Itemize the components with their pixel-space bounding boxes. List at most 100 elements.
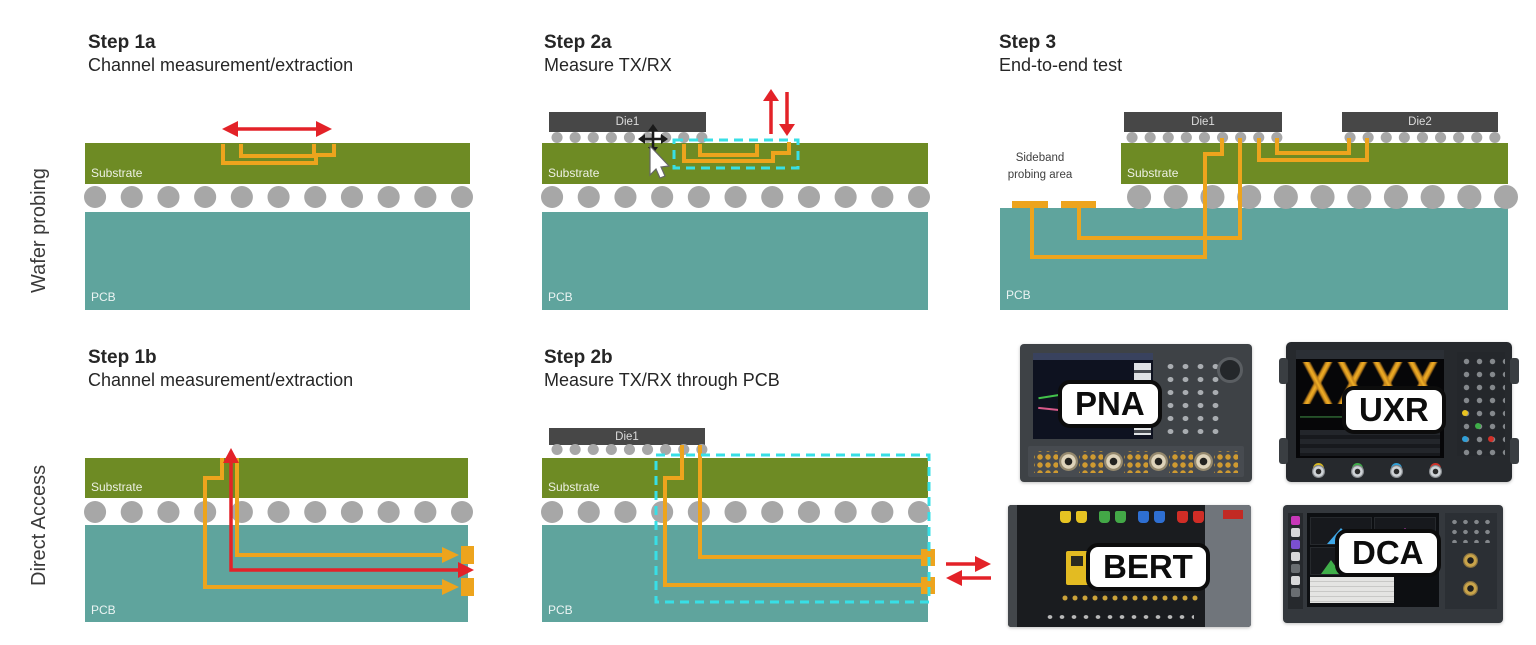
step1b-heading: Step 1b Channel measurement/extraction <box>88 346 353 392</box>
step2a-pcb-label: PCB <box>548 290 573 304</box>
step1b-red-path <box>229 461 458 572</box>
step1a-subtitle: Channel measurement/extraction <box>88 55 354 75</box>
step2a-selection-dashed-box <box>672 138 800 170</box>
bert-connector-red <box>1193 511 1204 523</box>
step1b-substrate-label: Substrate <box>91 480 143 494</box>
step2a-subtitle: Measure TX/RX <box>544 55 672 75</box>
step2a-diagram <box>541 89 930 310</box>
step1b-red-up-arrowhead <box>223 448 239 463</box>
dca-button-violet <box>1291 540 1300 549</box>
step3-pcb-label: PCB <box>1006 288 1031 302</box>
bert-connector-row <box>1060 511 1211 523</box>
uxr-handle <box>1510 438 1519 464</box>
uxr-handle <box>1510 358 1519 384</box>
bert-connector-yellow <box>1076 511 1087 523</box>
step3-sideband-pad-2 <box>1061 201 1096 208</box>
uxr-key-yellow <box>1462 410 1468 416</box>
pna-port-4 <box>1194 452 1213 471</box>
step2a-up-arrowhead <box>763 89 779 101</box>
step2b-rx-arrowhead <box>946 570 962 586</box>
uxr-key-red <box>1488 436 1494 442</box>
uxr-channel-3 <box>1390 464 1403 478</box>
step3-sideband-label: Sideband probing area <box>1007 152 1073 181</box>
step3-bridge-trace-inner <box>1275 138 1351 155</box>
uxr-channel-1 <box>1312 464 1325 478</box>
uxr-label: UXR <box>1342 386 1446 435</box>
step1a-title: Step 1a <box>88 32 156 53</box>
dca-label: DCA <box>1335 529 1441 578</box>
pna-label: PNA <box>1058 380 1162 429</box>
step2a-die1 <box>549 112 706 132</box>
pna-pin-cluster <box>1214 450 1238 473</box>
uxr-instrument-photo: UXR <box>1279 342 1519 482</box>
step3-sideband-pad-1 <box>1012 201 1048 208</box>
step3-title: Step 3 <box>999 32 1057 53</box>
step1b-trace-upper <box>235 458 442 557</box>
bert-pin-row <box>1060 593 1198 605</box>
bert-connector-green <box>1115 511 1126 523</box>
bert-connector-blue <box>1154 511 1165 523</box>
step2a-die1-label: Die1 <box>615 116 640 128</box>
dca-right-panel <box>1445 513 1497 609</box>
pna-instrument-photo: PNA <box>1020 344 1252 482</box>
bert-instrument-photo: BERT <box>1008 505 1251 627</box>
step2b-title: Step 2b <box>544 347 613 368</box>
step1b-connector-pad-upper <box>461 546 474 564</box>
dca-button-column <box>1288 513 1303 609</box>
bert-connector-blue <box>1138 511 1149 523</box>
uxr-key-green <box>1475 423 1481 429</box>
pna-pin-cluster <box>1079 450 1103 473</box>
step2b-trace-upper <box>698 445 921 559</box>
step1a-substrate-label: Substrate <box>91 166 143 180</box>
step1a-arrowhead-left <box>222 121 238 137</box>
step2a-title: Step 2a <box>544 32 612 53</box>
step1b-subtitle: Channel measurement/extraction <box>88 370 354 390</box>
step1b-diagram <box>84 448 474 622</box>
step3-via-trace-b <box>1077 138 1242 240</box>
step2b-substrate-label: Substrate <box>548 480 600 494</box>
dca-input-connector <box>1463 553 1478 568</box>
uxr-connector-row <box>1296 463 1502 479</box>
mouse-pointer-icon <box>649 144 671 179</box>
step2a-heading: Step 2a Measure TX/RX <box>544 31 672 77</box>
step3-substrate <box>1121 143 1508 184</box>
step2b-die1-label: Die1 <box>615 430 639 443</box>
step2b-pcb-label: PCB <box>548 603 573 617</box>
pna-pin-cluster <box>1169 450 1193 473</box>
step3-substrate-label: Substrate <box>1127 166 1179 180</box>
uxr-screen-menubar <box>1296 350 1444 359</box>
row-label-direct-access: Direct Access <box>28 464 50 587</box>
step2a-pcb <box>542 212 928 310</box>
pna-port-1 <box>1059 452 1078 471</box>
step1a-trace-outer <box>221 144 336 165</box>
row-label-wafer-probing: Wafer probing <box>28 168 50 293</box>
step2b-connector-pad-lower <box>921 577 935 594</box>
pna-pin-cluster <box>1034 450 1058 473</box>
step3-die2-label: Die2 <box>1408 116 1432 128</box>
bert-logo <box>1223 510 1243 519</box>
step1b-red-right-arrowhead <box>458 562 474 578</box>
step2a-substrate-label: Substrate <box>548 166 600 180</box>
pna-port-3 <box>1149 452 1168 471</box>
step3-die1 <box>1124 112 1282 132</box>
step2a-trace-outer <box>682 142 791 163</box>
step3-subtitle: End-to-end test <box>999 55 1123 75</box>
bert-side-module <box>1205 505 1251 627</box>
step1b-trace-lower-arrowhead <box>442 579 459 595</box>
step1b-connector-pad-lower <box>461 578 474 596</box>
pna-knob <box>1217 357 1243 383</box>
bert-connector-green <box>1099 511 1110 523</box>
step1b-pcb <box>85 525 468 622</box>
step1a-arrowhead-right <box>316 121 332 137</box>
dca-button <box>1291 564 1300 573</box>
step3-die2 <box>1342 112 1498 132</box>
dca-button <box>1291 576 1300 585</box>
bert-left-rail <box>1008 505 1017 627</box>
step1b-title: Step 1b <box>88 347 157 368</box>
step2b-diagram <box>541 428 991 622</box>
step2b-subtitle: Measure TX/RX through PCB <box>544 370 780 390</box>
uxr-handle <box>1279 358 1288 384</box>
step2b-heading: Step 2b Measure TX/RX through PCB <box>544 346 780 392</box>
step2a-substrate <box>542 143 928 184</box>
